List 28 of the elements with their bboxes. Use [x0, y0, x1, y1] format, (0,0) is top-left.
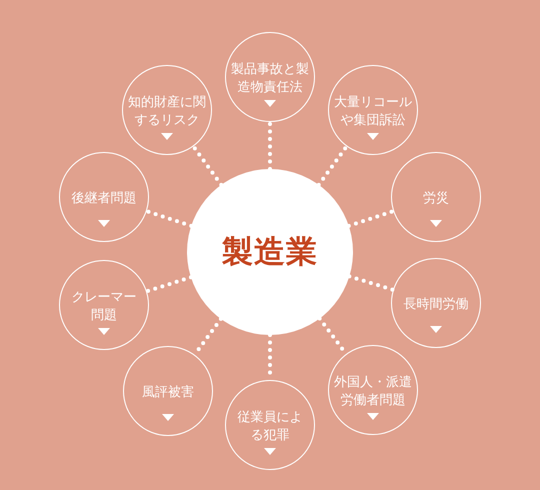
- topic-label: 長時間労働: [402, 296, 470, 314]
- topic-circle: [391, 258, 481, 348]
- topic-circle: [328, 345, 418, 435]
- topic-circle: [328, 65, 418, 155]
- topic-label: 後継者問題: [70, 190, 138, 208]
- topic-circle: [122, 65, 212, 155]
- dotted-connector: [144, 209, 194, 228]
- dotted-connector: [346, 209, 396, 228]
- central-topic: 製造業: [222, 233, 318, 272]
- dotted-connector: [144, 275, 193, 294]
- dotted-connector: [316, 144, 349, 187]
- dotted-connector: [268, 120, 272, 171]
- topic-label: 労災: [422, 190, 450, 208]
- topic-label: 風評被害: [141, 384, 195, 402]
- topic-circle: [59, 152, 149, 242]
- topic-label: 外国人・派遣労働者問題: [333, 374, 413, 410]
- dotted-connector: [191, 144, 224, 187]
- topic-circle: [391, 152, 481, 242]
- topic-label: 従業員による犯罪: [236, 409, 304, 445]
- topic-circle: [225, 380, 315, 470]
- topic-label: クレーマー問題: [70, 289, 138, 325]
- topic-label: 大量リコールや集団訴訟: [333, 94, 413, 130]
- topic-circle: [123, 346, 213, 436]
- topic-circle: [59, 260, 149, 350]
- topic-label: 知的財産に関するリスク: [127, 94, 207, 130]
- dotted-connector: [347, 274, 395, 292]
- topic-label: 製品事故と製造物責任法: [230, 61, 310, 97]
- topic-circle: [225, 32, 315, 122]
